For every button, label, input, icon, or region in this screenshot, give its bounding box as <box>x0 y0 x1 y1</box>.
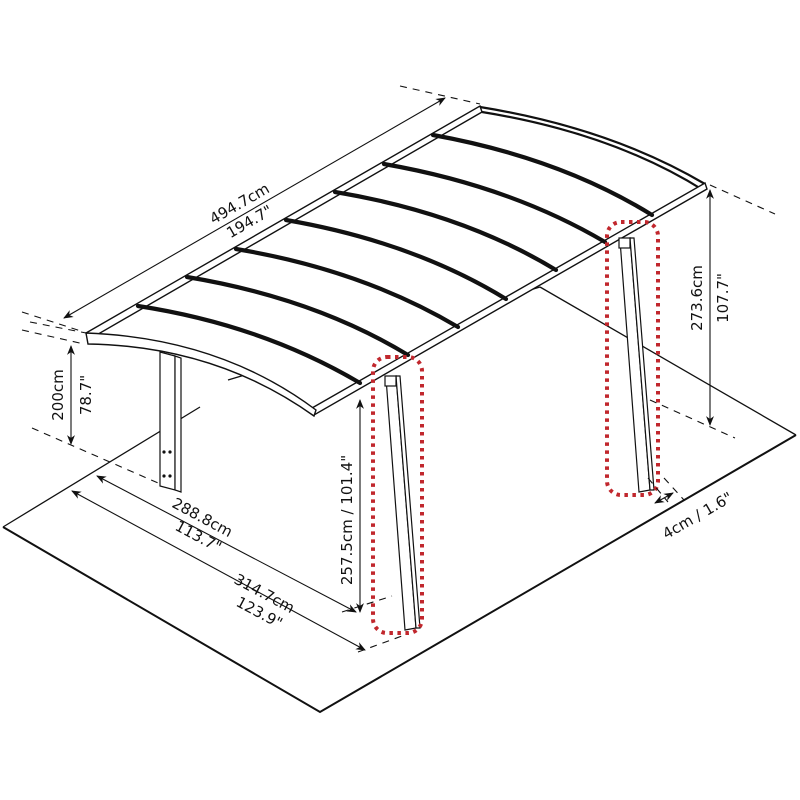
back-left-post <box>159 351 182 493</box>
front-post-highlight-right <box>605 220 660 497</box>
total-height-metric: 273.6cm <box>688 265 706 331</box>
front-left-post <box>384 375 421 631</box>
dimension-low-clearance: 200cm 78.7" <box>21 311 159 484</box>
dimension-total-height: 273.6cm 107.7" <box>649 184 776 439</box>
low-clearance-metric: 200cm <box>49 369 67 421</box>
low-clearance-imperial: 78.7" <box>77 375 95 415</box>
post-height-combined: 257.5cm / 101.4" <box>338 455 356 585</box>
post-width-combined: 4cm / 1.6" <box>659 488 735 542</box>
dimension-post-height: 257.5cm / 101.4" <box>338 399 364 613</box>
total-height-imperial: 107.7" <box>714 273 732 323</box>
front-right-post <box>618 237 655 493</box>
front-post-highlight-left <box>371 355 424 635</box>
dimension-post-width: 4cm / 1.6" <box>647 477 736 543</box>
